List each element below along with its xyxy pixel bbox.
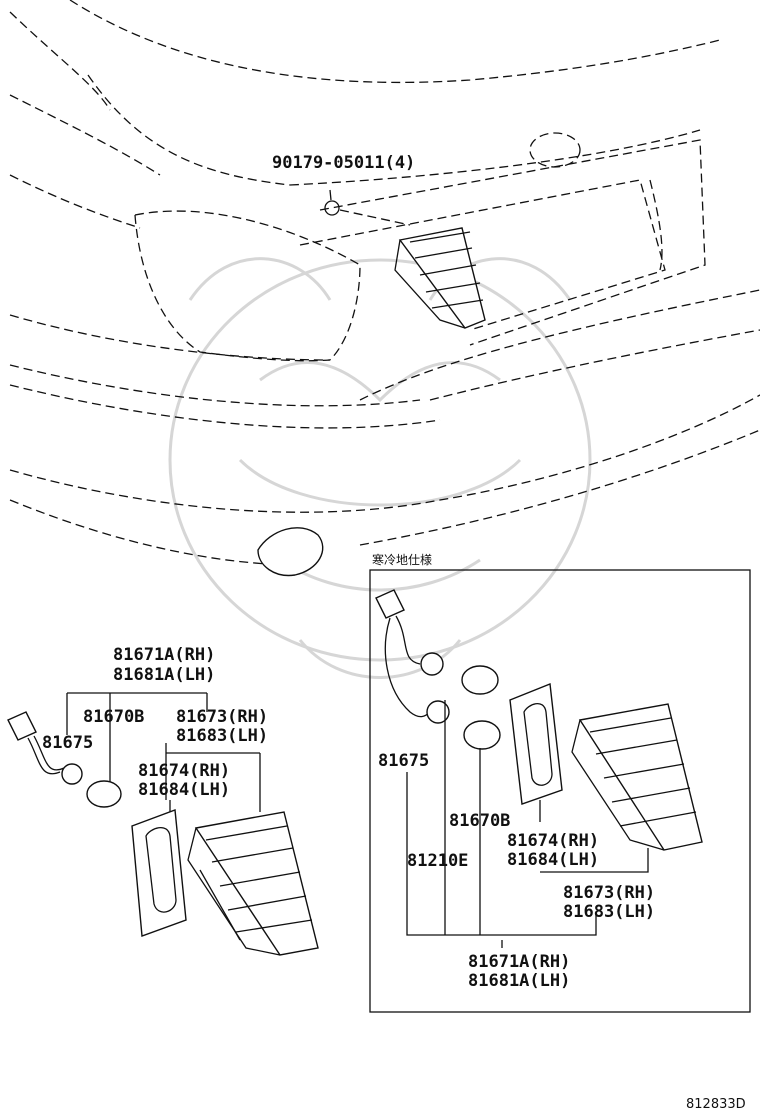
label-right-gasket-rh: 81674(RH) <box>507 831 599 851</box>
label-right-gasket-lh: 81684(LH) <box>507 850 599 870</box>
watermark-logo <box>168 257 592 679</box>
label-right-socket: 81670B <box>449 811 510 831</box>
label-right-lens-rh: 81673(RH) <box>563 883 655 903</box>
label-left-lens-lh: 81683(LH) <box>176 726 268 746</box>
left-exploded-view <box>7 692 319 956</box>
car-rear-body <box>9 0 760 577</box>
label-left-assy-lh: 81681A(LH) <box>113 665 215 685</box>
label-left-gasket-lh: 81684(LH) <box>138 780 230 800</box>
label-right-assy-lh: 81681A(LH) <box>468 971 570 991</box>
label-left-assy-rh: 81671A(RH) <box>113 645 215 665</box>
label-clip: 90179-05011(4) <box>272 153 415 173</box>
right-exploded-view <box>375 589 703 948</box>
label-left-gasket-rh: 81674(RH) <box>138 761 230 781</box>
inset-box <box>369 569 751 1013</box>
lamp-on-car <box>324 189 486 329</box>
label-right-assy-rh: 81671A(RH) <box>468 952 570 972</box>
label-left-wire: 81675 <box>42 733 93 753</box>
label-left-socket: 81670B <box>83 707 144 727</box>
diagram-code: 812833D <box>686 1097 746 1112</box>
label-right-wire: 81675 <box>378 751 429 771</box>
label-right-lens-lh: 81683(LH) <box>563 902 655 922</box>
label-left-lens-rh: 81673(RH) <box>176 707 268 727</box>
label-right-bulb: 81210E <box>407 851 468 871</box>
inset-title: 寒冷地仕様 <box>372 552 432 567</box>
